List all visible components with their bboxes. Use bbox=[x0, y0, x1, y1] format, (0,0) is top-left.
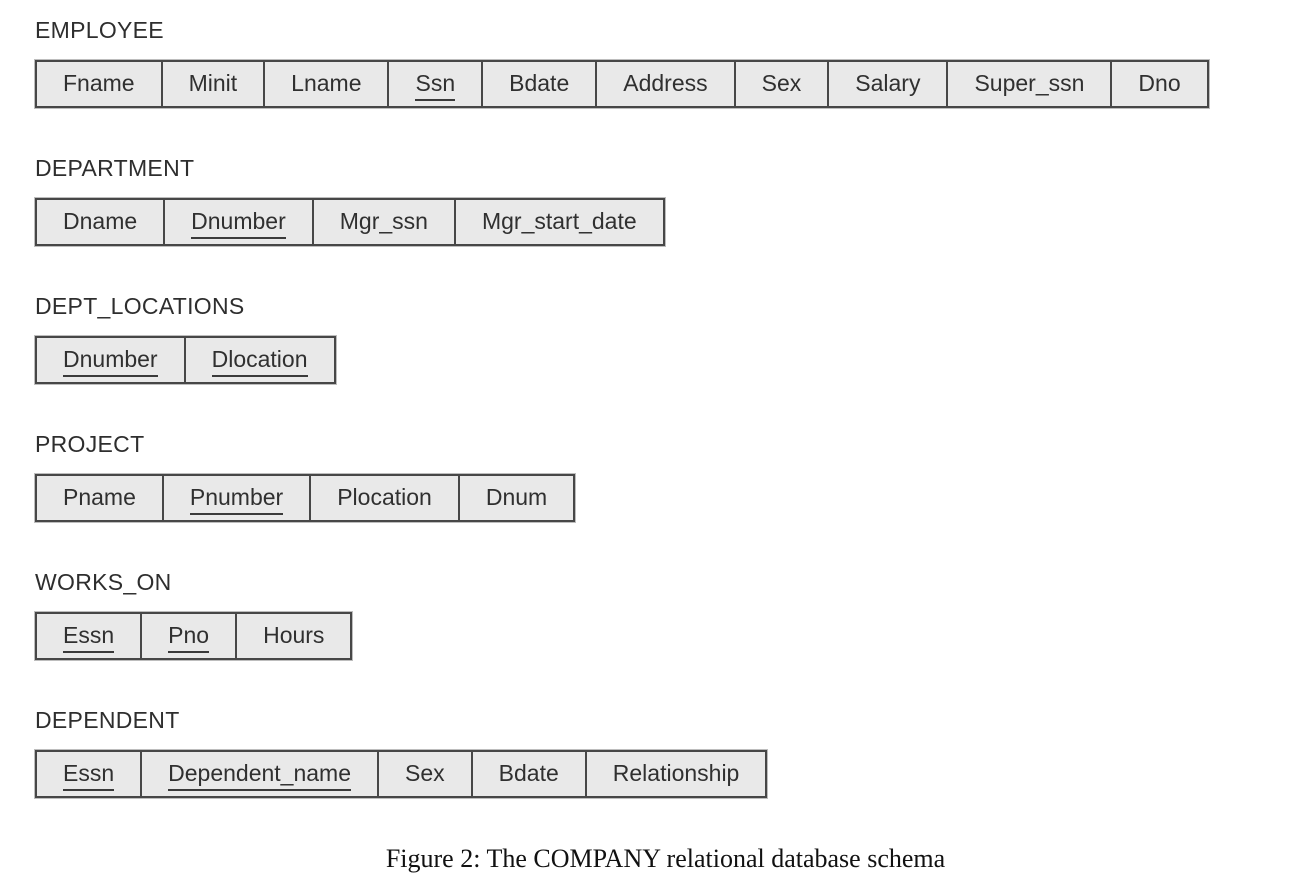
relation-row: Essn Dependent_name Sex Bdate Relationship bbox=[35, 750, 768, 798]
relation-title: PROJECT bbox=[35, 431, 145, 457]
attribute-cell: Dnumber bbox=[37, 338, 186, 382]
attribute-name: Dnum bbox=[485, 484, 548, 510]
attribute-cell: Fname bbox=[37, 62, 163, 106]
primary-key-attribute: Essn bbox=[63, 759, 115, 791]
relation-title: DEPENDENT bbox=[35, 707, 180, 733]
relation-project: PROJECT Pname Pnumber Plocation Dnum bbox=[35, 430, 1296, 522]
relation-title: DEPARTMENT bbox=[35, 155, 195, 181]
relation-row: Dnumber Dlocation bbox=[35, 336, 336, 384]
attribute-name: Fname bbox=[63, 70, 135, 96]
primary-key-attribute: Dependent_name bbox=[168, 759, 352, 791]
attribute-cell: Address bbox=[597, 62, 736, 106]
attribute-name: Sex bbox=[761, 70, 802, 96]
attribute-name: Mgr_ssn bbox=[339, 208, 428, 234]
attribute-name: Minit bbox=[188, 70, 238, 96]
attribute-cell: Dnumber bbox=[165, 200, 314, 244]
attribute-name: Salary bbox=[855, 70, 921, 96]
attribute-cell: Super_ssn bbox=[948, 62, 1113, 106]
relation-title: EMPLOYEE bbox=[35, 17, 164, 43]
primary-key-attribute: Dnumber bbox=[191, 207, 286, 239]
attribute-cell: Pno bbox=[142, 614, 238, 658]
attribute-cell: Mgr_ssn bbox=[314, 200, 456, 244]
attribute-name: Lname bbox=[291, 70, 362, 96]
attribute-cell: Dlocation bbox=[186, 338, 334, 382]
relation-title: DEPT_LOCATIONS bbox=[35, 293, 245, 319]
attribute-name: Dname bbox=[63, 208, 138, 234]
attribute-cell: Sex bbox=[379, 752, 473, 796]
primary-key-attribute: Pnumber bbox=[189, 483, 284, 515]
attribute-cell: Dnum bbox=[460, 476, 573, 520]
figure-caption: Figure 2: The COMPANY relational databas… bbox=[385, 844, 946, 873]
relation-row: Essn Pno Hours bbox=[35, 612, 353, 660]
relation-dept_locations: DEPT_LOCATIONS Dnumber Dlocation bbox=[35, 292, 1296, 384]
attribute-name: Address bbox=[623, 70, 708, 96]
attribute-cell: Mgr_start_date bbox=[456, 200, 663, 244]
attribute-cell: Relationship bbox=[587, 752, 766, 796]
attribute-cell: Essn bbox=[37, 614, 143, 658]
attribute-cell: Pname bbox=[37, 476, 164, 520]
attribute-name: Pname bbox=[63, 484, 136, 510]
relation-title: WORKS_ON bbox=[35, 569, 172, 595]
relation-dependent: DEPENDENT Essn Dependent_name Sex Bdate Rela… bbox=[35, 706, 1296, 798]
attribute-cell: Ssn bbox=[389, 62, 484, 106]
attribute-name: Sex bbox=[405, 760, 445, 786]
attribute-cell: Dependent_name bbox=[142, 752, 380, 796]
attribute-cell: Hours bbox=[237, 614, 350, 658]
relation-row: Fname Minit Lname Ssn Bdate Address Sex Salary S… bbox=[35, 60, 1209, 108]
attribute-name: Plocation bbox=[337, 484, 432, 510]
relation-row: Pname Pnumber Plocation Dnum bbox=[35, 474, 576, 522]
attribute-name: Bdate bbox=[498, 760, 559, 786]
attribute-cell: Dname bbox=[37, 200, 166, 244]
attribute-name: Dno bbox=[1138, 70, 1181, 96]
primary-key-attribute: Ssn bbox=[415, 69, 456, 101]
relation-works_on: WORKS_ON Essn Pno Hours bbox=[35, 568, 1296, 660]
attribute-cell: Plocation bbox=[311, 476, 460, 520]
relation-department: DEPARTMENT Dname Dnumber Mgr_ssn Mgr_start_… bbox=[35, 154, 1296, 246]
primary-key-attribute: Dnumber bbox=[63, 345, 158, 377]
attribute-cell: Salary bbox=[829, 62, 949, 106]
attribute-name: Super_ssn bbox=[974, 70, 1085, 96]
attribute-cell: Essn bbox=[37, 752, 143, 796]
attribute-cell: Lname bbox=[265, 62, 390, 106]
attribute-cell: Bdate bbox=[483, 62, 598, 106]
attribute-name: Bdate bbox=[509, 70, 570, 96]
primary-key-attribute: Dlocation bbox=[211, 345, 308, 377]
attribute-cell: Minit bbox=[163, 62, 266, 106]
attribute-cell: Sex bbox=[736, 62, 830, 106]
primary-key-attribute: Pno bbox=[168, 621, 210, 653]
attribute-cell: Pnumber bbox=[164, 476, 312, 520]
attribute-name: Mgr_start_date bbox=[481, 208, 637, 234]
relation-employee: EMPLOYEE Fname Minit Lname Ssn Bdate Address S… bbox=[35, 16, 1296, 108]
primary-key-attribute: Essn bbox=[63, 621, 115, 653]
attribute-cell: Bdate bbox=[473, 752, 587, 796]
relation-row: Dname Dnumber Mgr_ssn Mgr_start_date bbox=[35, 198, 665, 246]
attribute-name: Hours bbox=[263, 622, 325, 648]
attribute-cell: Dno bbox=[1112, 62, 1206, 106]
attribute-name: Relationship bbox=[612, 760, 740, 786]
